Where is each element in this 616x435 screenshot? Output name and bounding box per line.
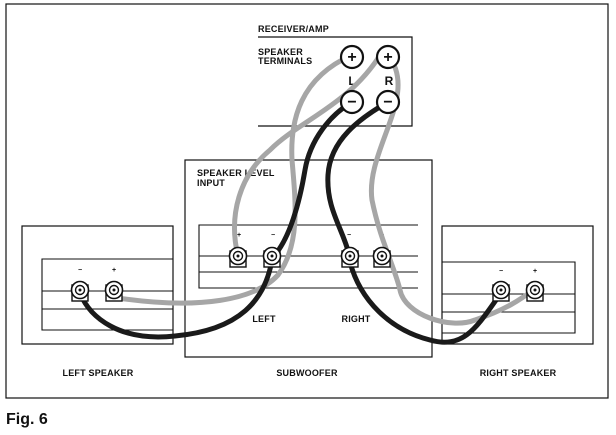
subwoofer-left-plus-post-icon [228,246,248,268]
negative-wire-right-speaker [347,259,504,345]
subwoofer-right-input-label: RIGHT [342,314,371,324]
right-minus-terminal [375,89,401,115]
left-speaker-terminal-panel [41,258,173,331]
right-speaker-outline [441,225,594,345]
minus-icon: − [347,94,356,111]
speaker-level-input-label-line2: INPUT [197,178,225,188]
polarity-plus-label: + [112,267,116,274]
negative-wire-left-to-sub [269,99,355,261]
left-channel-label: L [348,74,355,88]
left-speaker-label: LEFT SPEAKER [63,368,134,378]
positive-wire-right [368,52,539,326]
speaker-terminals-label-line2: TERMINALS [258,56,312,66]
polarity-minus-label: − [499,268,503,275]
plus-icon: + [383,49,392,66]
subwoofer-right-minus-post-icon [340,246,360,268]
speaker-level-input-label-line1: SPEAKER LEVEL [197,168,275,178]
figure-caption: Fig. 6 [6,411,48,428]
left-plus-terminal [339,44,365,70]
polarity-plus-label: + [237,232,241,239]
subwoofer-left-minus-post-icon [262,246,282,268]
right-speaker-minus-post-icon [491,280,511,302]
receiver-amp: RECEIVER/AMP SPEAKER TERMINALS L R [258,24,413,127]
polarity-minus-label: − [78,267,82,274]
subwoofer-name-label: SUBWOOFER [276,368,338,378]
subwoofer-left-input-label: LEFT [252,314,276,324]
positive-wire-left [115,52,355,306]
receiver-title: RECEIVER/AMP [258,24,329,34]
right-plus-terminal [375,44,401,70]
left-minus-terminal [339,89,365,115]
right-speaker-terminal-panel [442,261,576,334]
speaker-wires [77,49,539,345]
receiver-terminals: + + − − [339,44,401,115]
diagram-frame [5,3,609,399]
right-speaker-label: RIGHT SPEAKER [480,368,557,378]
right-speaker-plus-post-icon [525,280,545,302]
left-speaker-plus-post-icon [104,280,124,302]
polarity-minus-label: − [271,232,275,239]
left-speaker: − + LEFT SPEAKER [21,225,174,378]
polarity-plus-label: + [533,268,537,275]
left-speaker-minus-post-icon [70,280,90,302]
receiver-outline [258,36,413,127]
polarity-minus-label: − [347,232,351,239]
negative-wire-right-to-sub [325,99,391,261]
right-speaker: − + RIGHT SPEAKER [441,225,594,378]
minus-icon: − [383,94,392,111]
plus-icon: + [347,49,356,66]
right-channel-label: R [385,74,394,88]
negative-wire-left-speaker [77,257,275,340]
speaker-terminals-label-line1: SPEAKER [258,47,303,57]
left-speaker-outline [21,225,174,345]
subwoofer-right-plus-post-icon [372,246,392,268]
